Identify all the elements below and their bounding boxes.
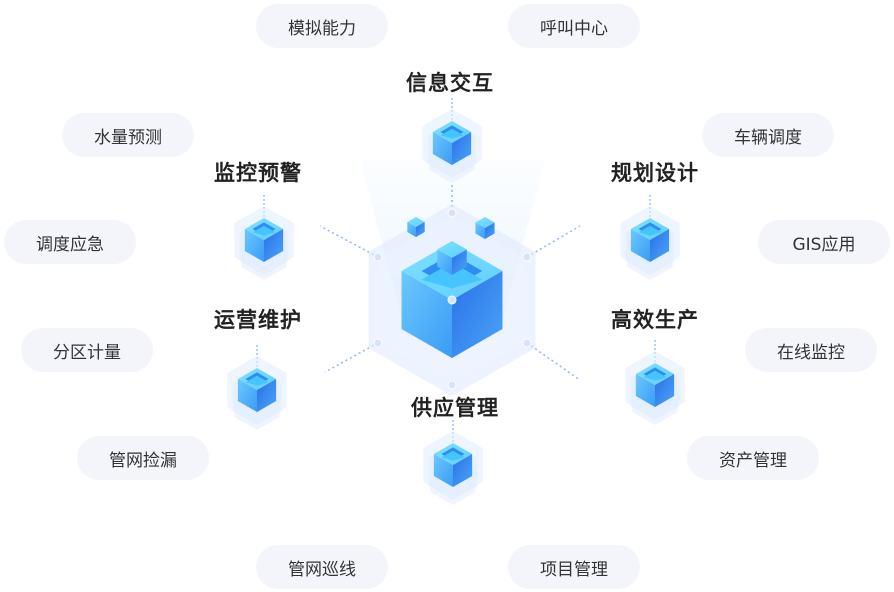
node-dot bbox=[373, 252, 383, 262]
node-dot bbox=[522, 252, 532, 262]
capability-pill: 在线监控 bbox=[745, 328, 877, 372]
node-dot bbox=[373, 338, 383, 348]
module-cube-plan bbox=[620, 195, 680, 280]
node-dot bbox=[447, 295, 457, 305]
module-cube-info bbox=[422, 98, 482, 183]
capability-pill: 管网捡漏 bbox=[77, 436, 209, 480]
module-title-info: 信息交互 bbox=[406, 71, 494, 95]
capability-pill: 资产管理 bbox=[687, 436, 819, 480]
module-title-monitor: 监控预警 bbox=[214, 161, 302, 185]
capability-pill: 车辆调度 bbox=[702, 113, 834, 157]
module-title-prod: 高效生产 bbox=[611, 308, 699, 332]
connector-line bbox=[526, 225, 581, 258]
capability-pill: 项目管理 bbox=[508, 545, 640, 589]
capability-pill: 呼叫中心 bbox=[508, 4, 640, 48]
connector-line bbox=[319, 225, 379, 258]
node-dot bbox=[447, 208, 457, 218]
node-dot bbox=[447, 380, 457, 390]
capability-pill: 模拟能力 bbox=[256, 4, 388, 48]
capability-pill: 调度应急 bbox=[4, 220, 136, 264]
capability-pill: 管网巡线 bbox=[256, 545, 388, 589]
module-cube-supply bbox=[423, 420, 483, 505]
module-cube-ops bbox=[227, 345, 287, 430]
module-cube-prod bbox=[625, 340, 685, 425]
capability-pill: GIS应用 bbox=[758, 220, 890, 264]
central-platform-cube bbox=[368, 204, 536, 396]
module-title-plan: 规划设计 bbox=[611, 161, 699, 185]
module-title-supply: 供应管理 bbox=[411, 396, 499, 420]
capability-pill: 分区计量 bbox=[21, 328, 153, 372]
module-title-ops: 运营维护 bbox=[214, 308, 302, 332]
node-dot bbox=[522, 338, 532, 348]
connector-line bbox=[526, 342, 581, 381]
module-cube-monitor bbox=[234, 195, 294, 280]
capability-pill: 水量预测 bbox=[62, 113, 194, 157]
